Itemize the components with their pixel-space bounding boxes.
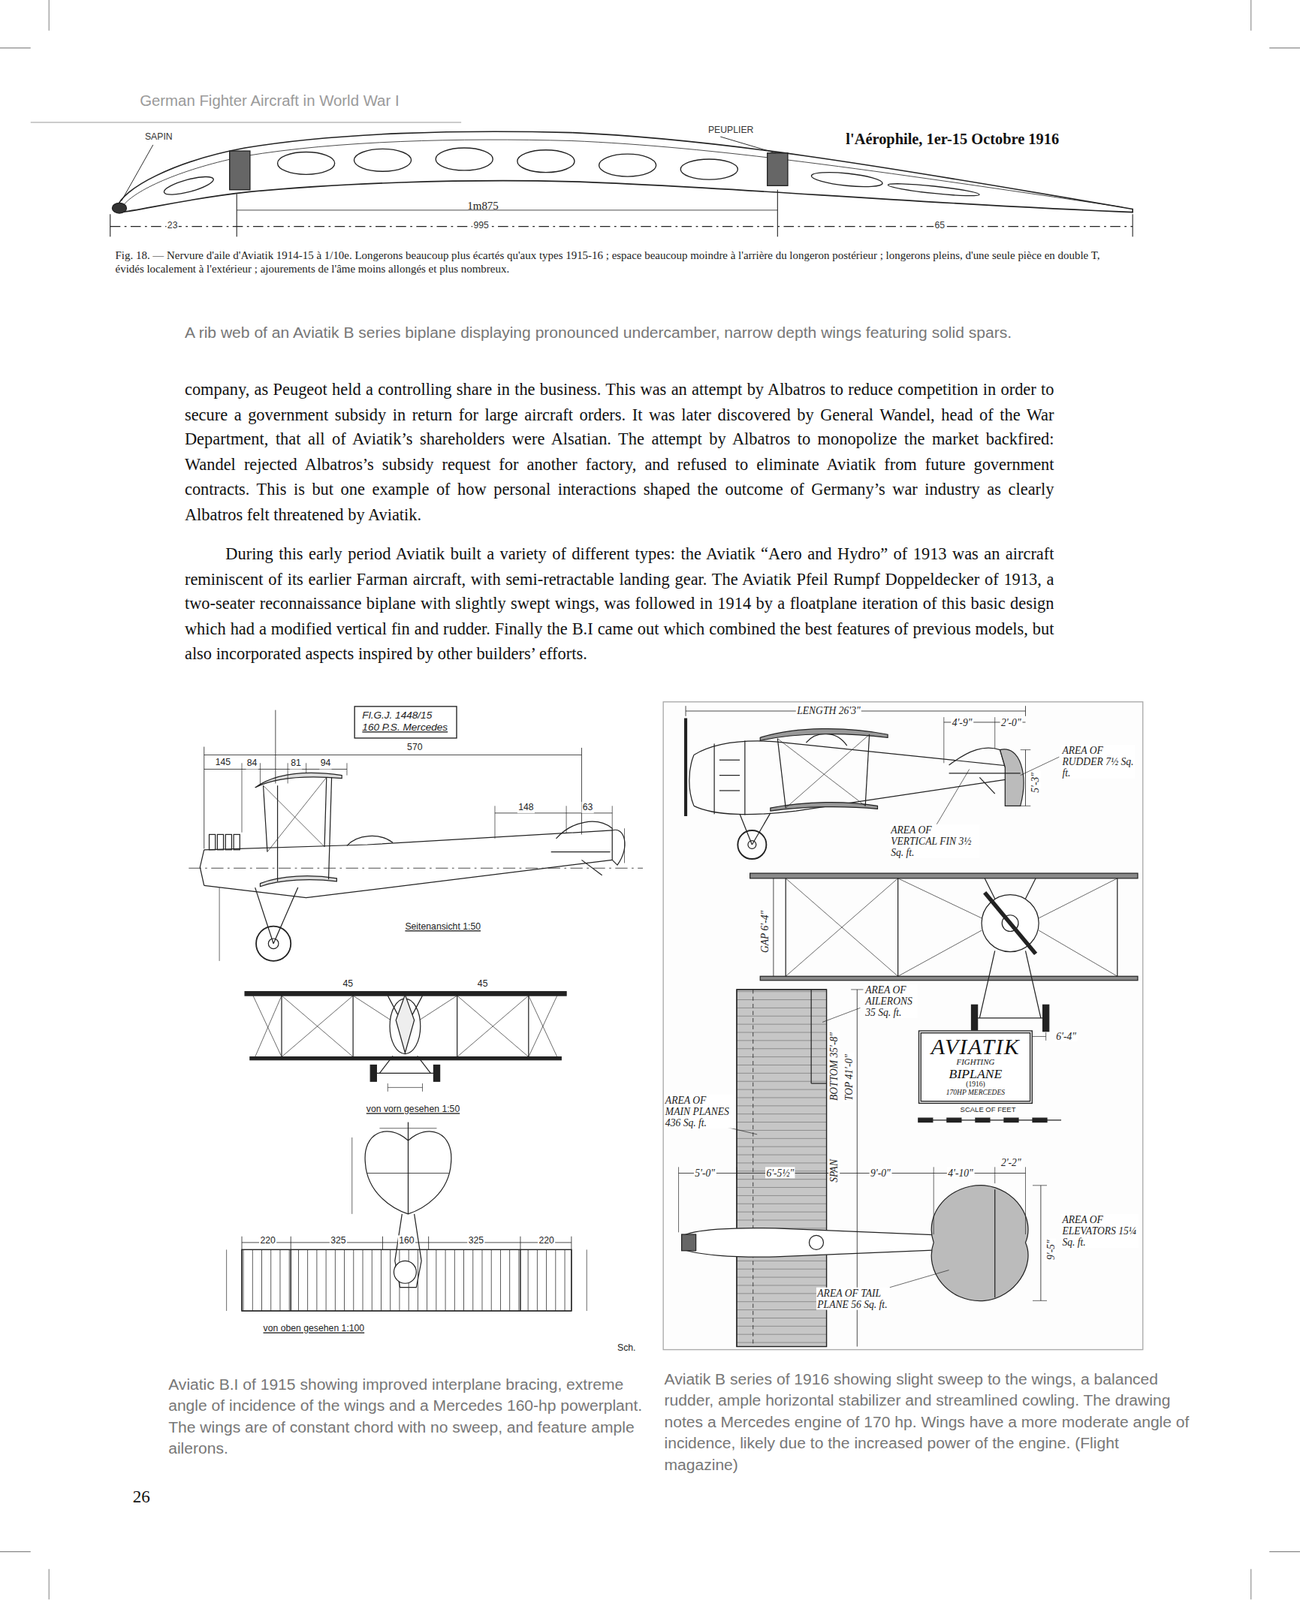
scale-title: SCALE OF FEET bbox=[959, 1106, 1017, 1115]
dimension-label: 63 bbox=[581, 802, 594, 814]
dimension-label: 220 bbox=[537, 1235, 555, 1247]
wing-rib-drawing bbox=[110, 131, 1133, 237]
figure-legend: Fig. 18. — Nervure d'aile d'Aviatik 1914… bbox=[115, 249, 1132, 276]
dimension-label: 6'-4" bbox=[1055, 1030, 1077, 1042]
header-rule bbox=[30, 122, 462, 124]
dimension-label: 81 bbox=[289, 758, 302, 770]
material-label: PEUPLIER bbox=[707, 124, 755, 136]
dimension-label: 4'-9" bbox=[950, 717, 973, 729]
dimension-label: 45 bbox=[341, 978, 354, 990]
dimension-label: 94 bbox=[319, 758, 332, 770]
dimension-label: 6'-5½" bbox=[765, 1167, 796, 1179]
dimension-label: 84 bbox=[245, 758, 258, 770]
view-title: von vorn gesehen 1:50 bbox=[364, 1103, 461, 1116]
dimension-label: 45 bbox=[476, 978, 489, 990]
box-text: FIGHTING bbox=[930, 1058, 1021, 1068]
aviatik-b1-front-view bbox=[244, 992, 567, 1092]
plate-label-box: Fl.G.J. 1448/15160 P.S. Mercedes bbox=[353, 705, 457, 739]
draftsman-mark: Sch. bbox=[616, 1342, 637, 1355]
aviatik-1916-side-view bbox=[685, 705, 1059, 860]
view-title: Seitenansicht 1:50 bbox=[404, 921, 482, 933]
title-cartouche: AVIATIKFIGHTINGBIPLANE(1916)170HP MERCED… bbox=[918, 1030, 1033, 1104]
area-note: AREA OF AILERONS 35 Sq. ft. bbox=[864, 984, 918, 1019]
figure-caption: Aviatic B.I of 1915 showing improved int… bbox=[168, 1373, 650, 1460]
aviatik-b1-side-view bbox=[188, 710, 643, 962]
figure-caption: A rib web of an Aviatik B series biplane… bbox=[184, 321, 1032, 344]
dimension-label: 570 bbox=[406, 741, 424, 754]
figure-caption: Aviatik B series of 1916 showing slight … bbox=[664, 1368, 1191, 1476]
dimension-label: BOTTOM 35'-8" bbox=[828, 1031, 840, 1103]
running-header: German Fighter Aircraft in World War I bbox=[139, 91, 399, 110]
view-title: von oben gesehen 1:100 bbox=[262, 1323, 365, 1335]
box-text: AVIATIK bbox=[930, 1035, 1021, 1059]
dimension-label: 4'-10" bbox=[947, 1167, 975, 1179]
box-text: 160 P.S. Mercedes bbox=[361, 721, 449, 734]
aviatik-1916-top-view bbox=[678, 989, 1062, 1348]
dimension-label: 9'-5" bbox=[1044, 1239, 1056, 1261]
aviatik-b1-top-view bbox=[226, 1122, 588, 1312]
dimension-label: 5'-3" bbox=[1029, 772, 1041, 794]
body-paragraph: During this early period Aviatik built a… bbox=[184, 541, 1055, 667]
dimension-label: 145 bbox=[214, 757, 232, 769]
area-note: AREA OF ELEVATORS 15¼ Sq. ft. bbox=[1061, 1214, 1139, 1249]
source-note: l'Aérophile, 1er-15 Octobre 1916 bbox=[845, 129, 1059, 148]
dimension-label: 9'-0" bbox=[869, 1167, 892, 1179]
area-note: AREA OF TAIL PLANE 56 Sq. ft. bbox=[816, 1287, 890, 1311]
dimension-label: 995 bbox=[472, 220, 490, 232]
material-label: SAPIN bbox=[144, 131, 174, 143]
dimension-label: SPAN bbox=[828, 1158, 840, 1184]
dimension-label: 2'-0" bbox=[1000, 717, 1023, 729]
box-text: Fl.G.J. 1448/15 bbox=[361, 708, 449, 721]
dimension-label: 325 bbox=[467, 1235, 485, 1247]
dimension-label: 65 bbox=[933, 220, 946, 232]
dimension-label: 23 bbox=[165, 220, 178, 232]
dimension-label: 5'-0" bbox=[693, 1167, 716, 1179]
dimension-label: 220 bbox=[259, 1235, 277, 1247]
dimension-label: 160 bbox=[398, 1235, 416, 1247]
dimension-label: 1m875 bbox=[467, 199, 499, 213]
dimension-label: GAP 6'-4" bbox=[759, 909, 771, 954]
body-paragraph: company, as Peugeot held a controlling s… bbox=[184, 377, 1055, 528]
box-text: BIPLANE bbox=[930, 1067, 1021, 1081]
plate-frame bbox=[663, 702, 1144, 1351]
box-text: (1916) bbox=[930, 1080, 1021, 1089]
dimension-label: LENGTH 26'3" bbox=[796, 705, 862, 717]
page-number: 26 bbox=[132, 1487, 151, 1509]
area-note: AREA OF RUDDER 7½ Sq. ft. bbox=[1061, 745, 1135, 779]
box-text: 170HP MERCEDES bbox=[930, 1088, 1021, 1098]
dimension-label: 325 bbox=[329, 1235, 347, 1247]
area-note: AREA OF MAIN PLANES 436 Sq. ft. bbox=[664, 1094, 734, 1129]
area-note: AREA OF VERTICAL FIN 3½ Sq. ft. bbox=[889, 824, 981, 859]
dimension-label: 2'-2" bbox=[1000, 1157, 1023, 1169]
dimension-label: 148 bbox=[517, 802, 535, 814]
dimension-label: TOP 41'-0" bbox=[842, 1053, 854, 1103]
